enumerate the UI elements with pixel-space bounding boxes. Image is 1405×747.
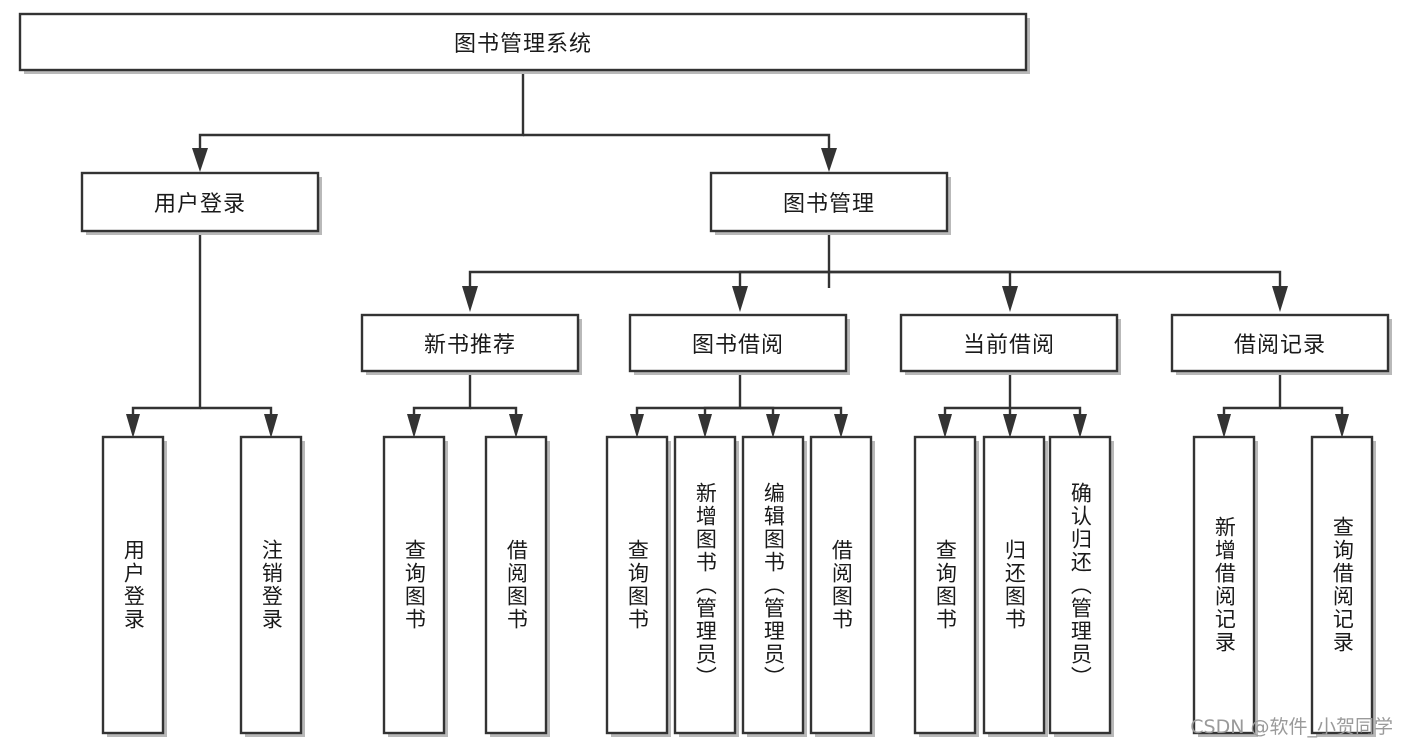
arrow-bm-to-record bbox=[1272, 286, 1288, 312]
arrow-bw-leaf2 bbox=[698, 414, 712, 438]
connector-bw-to-leaf4 bbox=[740, 406, 843, 418]
connector-bm-to-new-book bbox=[468, 232, 831, 288]
leaf-cb-3-box[interactable] bbox=[1048, 435, 1112, 735]
connector-cb-to-leaf1 bbox=[943, 375, 1012, 418]
connector-group-record bbox=[1217, 375, 1349, 438]
book-manage-box[interactable] bbox=[709, 171, 949, 233]
arrow-bw-leaf4 bbox=[834, 414, 848, 438]
connector-ul-to-leaf2 bbox=[200, 406, 273, 418]
node-book-manage[interactable] bbox=[709, 171, 951, 235]
connector-bm-to-record bbox=[829, 270, 1282, 288]
node-borrow-record[interactable] bbox=[1170, 313, 1392, 375]
connector-bm-stem-borrow bbox=[738, 270, 829, 288]
connector-root-to-user-login bbox=[198, 72, 525, 152]
arrow-root-to-book-manage bbox=[821, 148, 837, 172]
arrow-bm-to-borrow bbox=[732, 286, 748, 312]
leaf-nodes-user-login bbox=[101, 435, 305, 737]
arrow-rc-leaf1 bbox=[1217, 414, 1231, 438]
leaf-ul-1-box[interactable] bbox=[101, 435, 165, 735]
root-box[interactable] bbox=[18, 12, 1028, 72]
connector-group-current bbox=[938, 375, 1087, 438]
leaf-rc-2-box[interactable] bbox=[1310, 435, 1374, 735]
arrow-ul-leaf1 bbox=[126, 414, 140, 438]
leaf-nodes-new-book bbox=[382, 435, 550, 737]
borrow-record-box[interactable] bbox=[1170, 313, 1390, 373]
connector-group-root bbox=[192, 72, 837, 172]
arrow-cb-leaf2 bbox=[1003, 414, 1017, 438]
arrow-bw-leaf3 bbox=[766, 414, 780, 438]
connector-group-user-login bbox=[126, 232, 278, 438]
connector-cb-to-leaf3 bbox=[1010, 406, 1082, 418]
leaf-nb-2-box[interactable] bbox=[484, 435, 548, 735]
arrow-nb-leaf2 bbox=[509, 414, 523, 438]
node-root[interactable] bbox=[18, 12, 1030, 74]
leaf-rc-1-box[interactable] bbox=[1192, 435, 1256, 735]
node-book-borrow[interactable] bbox=[628, 313, 850, 375]
leaf-nodes-book-borrow bbox=[605, 435, 875, 737]
connector-group-borrow bbox=[630, 375, 848, 438]
node-user-login[interactable] bbox=[80, 171, 322, 235]
arrow-bm-to-new-book bbox=[462, 286, 478, 312]
arrow-cb-leaf3 bbox=[1073, 414, 1087, 438]
arrow-bm-to-current bbox=[1002, 286, 1018, 312]
leaf-nb-1-box[interactable] bbox=[382, 435, 446, 735]
book-borrow-box[interactable] bbox=[628, 313, 848, 373]
leaf-ul-2-box[interactable] bbox=[239, 435, 303, 735]
leaf-nodes-current-borrow bbox=[913, 435, 1114, 737]
connector-group-new-book bbox=[407, 375, 523, 438]
leaf-bw-4-box[interactable] bbox=[809, 435, 873, 735]
current-borrow-box[interactable] bbox=[899, 313, 1119, 373]
connector-rc-to-leaf1 bbox=[1222, 375, 1282, 418]
connector-root-to-book-manage bbox=[523, 133, 831, 152]
node-new-book-recommend[interactable] bbox=[360, 313, 582, 375]
arrow-rc-leaf2 bbox=[1335, 414, 1349, 438]
connector-nb-to-leaf1 bbox=[412, 375, 472, 418]
leaf-bw-3-box[interactable] bbox=[741, 435, 805, 735]
leaf-cb-2-box[interactable] bbox=[982, 435, 1046, 735]
connector-rc-to-leaf2 bbox=[1280, 406, 1344, 418]
leaf-nodes-borrow-record bbox=[1192, 435, 1376, 737]
node-current-borrow[interactable] bbox=[899, 313, 1121, 375]
connector-group-book-manage bbox=[462, 232, 1288, 312]
leaf-bw-1-box[interactable] bbox=[605, 435, 669, 735]
connector-nb-to-leaf2 bbox=[470, 406, 518, 418]
arrow-nb-leaf1 bbox=[407, 414, 421, 438]
leaf-cb-1-box[interactable] bbox=[913, 435, 977, 735]
new-book-box[interactable] bbox=[360, 313, 580, 373]
arrow-root-to-user-login bbox=[192, 148, 208, 172]
arrow-bw-leaf1 bbox=[630, 414, 644, 438]
connector-bm-to-current bbox=[829, 270, 1012, 288]
connector-ul-to-leaf1 bbox=[131, 232, 202, 418]
arrow-ul-leaf2 bbox=[264, 414, 278, 438]
user-login-box[interactable] bbox=[80, 171, 320, 233]
connector-bw-to-leaf1 bbox=[635, 375, 742, 418]
arrow-cb-leaf1 bbox=[938, 414, 952, 438]
leaf-bw-2-box[interactable] bbox=[673, 435, 737, 735]
